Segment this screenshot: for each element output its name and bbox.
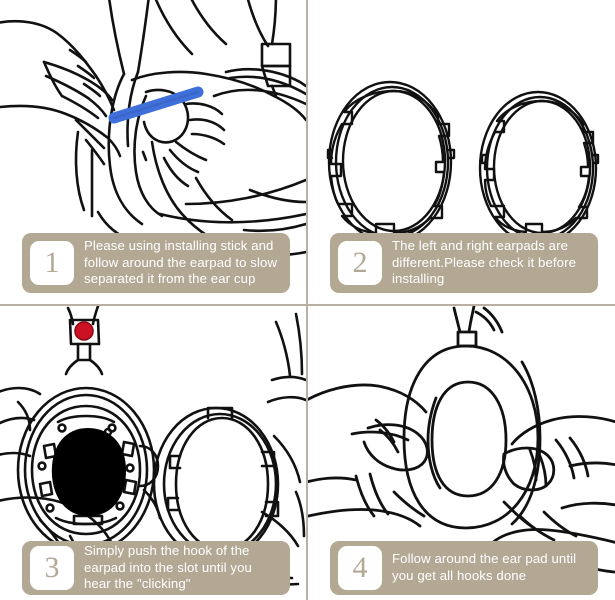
step-1-caption-text: Please using installing stick and follow…: [84, 238, 278, 287]
step-4-caption-text: Follow around the ear pad until you get …: [392, 551, 577, 583]
step-1-caption: 1 Please using installing stick and foll…: [22, 233, 290, 293]
horizontal-divider: [0, 304, 615, 306]
step-2-caption: 2 The left and right earpads are differe…: [330, 233, 598, 293]
step-1-number-badge: 1: [30, 241, 74, 285]
installation-stick-icon: [108, 86, 204, 124]
step-3-number-badge: 3: [30, 546, 74, 590]
vertical-divider: [306, 0, 308, 600]
ear-cup-cavity: [51, 428, 127, 517]
step-2-number-badge: 2: [338, 241, 382, 285]
step-3-caption: 3 Simply push the hook of the earpad int…: [22, 541, 290, 595]
step-4-number-badge: 4: [338, 546, 382, 590]
step-3-caption-text: Simply push the hook of the earpad into …: [84, 543, 252, 592]
step-2-caption-text: The left and right earpads are different…: [392, 238, 577, 287]
step-4-caption: 4 Follow around the ear pad until you ge…: [330, 541, 598, 595]
red-marker-icon: [74, 321, 94, 341]
